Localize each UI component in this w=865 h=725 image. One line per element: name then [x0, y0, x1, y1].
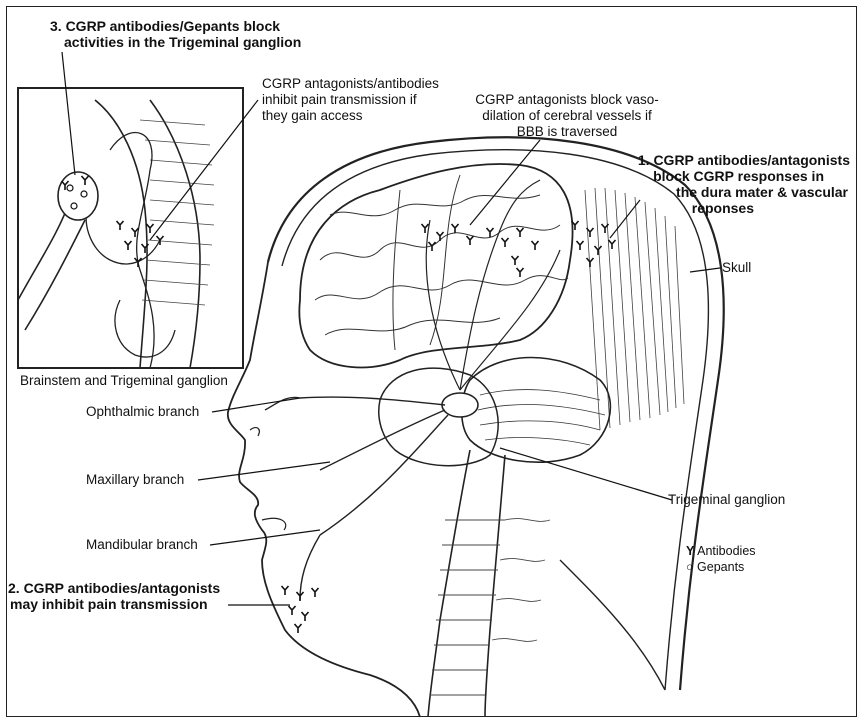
inset-pain-label: CGRP antagonists/antibodies inhibit pain…	[262, 76, 439, 124]
vaso-line-3: BBB is traversed	[516, 124, 618, 139]
callout-1-line-1: 1. CGRP antibodies/antagonists	[637, 152, 850, 168]
trigeminal-ganglion-shape	[441, 392, 479, 418]
nerve-branches	[264, 396, 449, 601]
skull-label: Skull	[722, 260, 752, 275]
inset-gepants	[66, 184, 88, 210]
vaso-line-1: CGRP antagonists block vaso-	[475, 92, 659, 107]
brain	[298, 163, 574, 369]
legend-antibodies-label: Antibodies	[697, 544, 756, 558]
antibody-cluster-brain	[420, 223, 540, 278]
inset-pain-line-1: CGRP antagonists/antibodies	[262, 76, 439, 91]
callout-3: 3. CGRP antibodies/Gepants block activit…	[50, 18, 301, 50]
callout-2: 2. CGRP antibodies/antagonists may inhib…	[8, 580, 220, 612]
inset-box	[17, 87, 244, 369]
leader-lines	[61, 51, 721, 606]
figure-frame	[6, 6, 857, 717]
skull-outline	[266, 136, 725, 691]
inset-pain-line-2: inhibit pain transmission if	[262, 92, 417, 107]
vaso-line-2: dilation of cerebral vessels if	[482, 108, 652, 123]
inset-pain-line-3: they gain access	[262, 108, 363, 123]
callout-2-line-1: 2. CGRP antibodies/antagonists	[8, 580, 221, 596]
callout-1: 1. CGRP antibodies/antagonists block CGR…	[590, 152, 850, 216]
cerebellum	[460, 356, 612, 464]
mandibular-label: Mandibular branch	[86, 537, 198, 552]
callout-1-line-2: block CGRP responses in	[653, 168, 824, 184]
ophthalmic-label: Ophthalmic branch	[86, 404, 200, 419]
legend-antibodies: Y Antibodies	[686, 543, 756, 559]
dura-mater-hatching	[584, 187, 685, 431]
inset-ganglion	[57, 171, 99, 221]
gepant-circle-icon: ○	[686, 560, 694, 574]
callout-3-line-2: activities in the Trigeminal ganglion	[64, 34, 302, 50]
legend-gepants: ○ Gepants	[686, 559, 756, 575]
callout-2-line-2: may inhibit pain transmission	[10, 596, 208, 612]
inset-caption: Brainstem and Trigeminal ganglion	[20, 373, 228, 388]
callout-1-line-4: reponses	[691, 200, 754, 216]
vasodilation-label: CGRP antagonists block vaso- dilation of…	[452, 92, 682, 140]
maxillary-label: Maxillary branch	[86, 472, 185, 487]
antibody-icon: Y	[686, 544, 695, 558]
trigeminal-ganglion-label: Trigeminal ganglion	[668, 492, 786, 507]
callout-3-line-1: 3. CGRP antibodies/Gepants block	[50, 18, 281, 34]
face-profile	[227, 261, 421, 718]
legend-gepants-label: Gepants	[697, 560, 745, 574]
legend: Y Antibodies ○ Gepants	[686, 543, 756, 575]
callout-1-line-3: the dura mater & vascular	[676, 184, 848, 200]
